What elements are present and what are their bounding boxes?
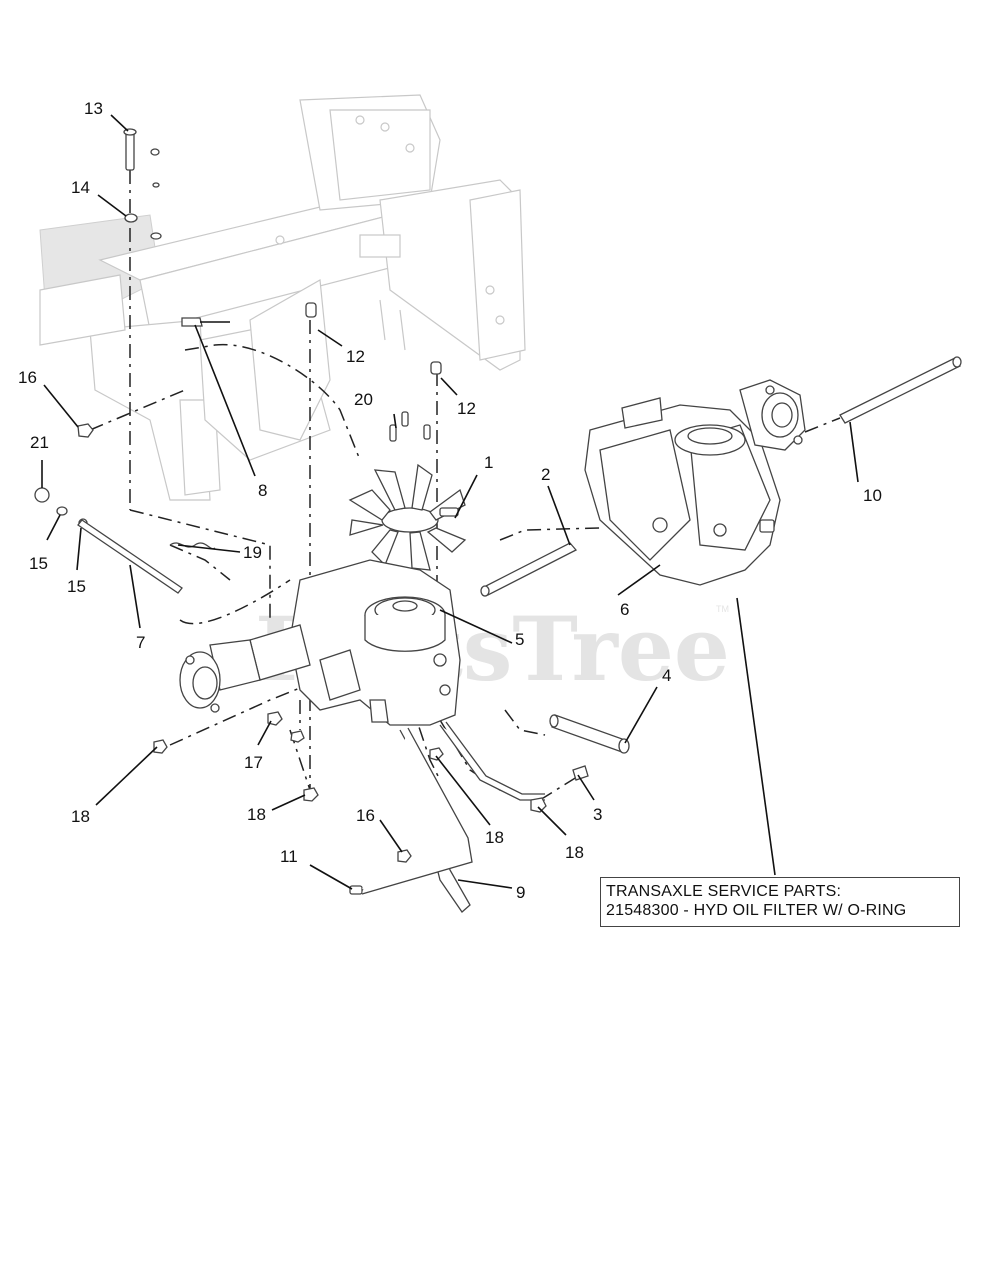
service-parts-box: TRANSAXLE SERVICE PARTS: 21548300 - HYD … [600,877,960,927]
callout-4: 4 [662,666,671,685]
nut-18-a [153,739,168,754]
callout-20: 20 [354,390,373,409]
bolt-12-left [305,302,317,318]
rod-8 [181,317,230,327]
callout-15-left: 15 [29,554,48,573]
callout-3: 3 [593,805,602,824]
watermark-trademark: TM [716,604,729,614]
nut-16-lower [397,849,412,863]
linkage-rods [361,721,545,895]
callout-6: 6 [620,600,629,619]
fan-1 [348,463,467,571]
service-parts-title: TRANSAXLE SERVICE PARTS: [606,883,842,900]
service-parts-item: 21548300 - HYD OIL FILTER W/ O-RING [606,902,907,919]
callout-12-left: 12 [346,347,365,366]
callout-18-a: 18 [71,807,90,826]
rod-4 [549,714,630,754]
callout-13: 13 [84,99,103,118]
callout-16-lower: 16 [356,806,375,825]
nut-14 [124,213,138,223]
ball-21 [34,487,50,503]
callout-10: 10 [863,486,882,505]
hardware-small [150,148,162,240]
nut-18-c [429,747,444,761]
callout-15-right: 15 [67,577,86,596]
callout-labels: 1 2 3 4 5 6 7 8 9 10 11 12 12 13 14 15 1… [18,99,882,902]
callout-19: 19 [243,543,262,562]
transaxle-right-6 [584,379,806,586]
callout-5: 5 [515,630,524,649]
callout-8: 8 [258,481,267,500]
callout-12-right: 12 [457,399,476,418]
callout-16-upper: 16 [18,368,37,387]
nut-18-b [303,787,319,802]
bolt-13 [123,128,137,171]
callout-14: 14 [71,178,90,197]
callout-17: 17 [244,753,263,772]
callout-18-b: 18 [247,805,266,824]
frame-assembly [39,94,526,501]
transaxle-left-5 [179,559,461,726]
callout-1: 1 [484,453,493,472]
nut-18-d [530,797,547,813]
bolt-12-right [430,361,442,375]
bolt-11 [349,885,363,895]
callout-18-d: 18 [565,843,584,862]
nut-16-upper [77,423,94,438]
leader-lines [41,114,859,890]
rod-7 [77,519,183,594]
spring-19 [169,542,216,550]
callout-2: 2 [541,465,550,484]
callout-9: 9 [516,883,525,902]
callout-18-c: 18 [485,828,504,847]
nut-17 [267,711,305,743]
bolt-20 [389,411,431,442]
fitting-3 [572,765,589,781]
rod-2 [480,542,578,597]
callout-7: 7 [136,633,145,652]
callout-11: 11 [280,847,298,866]
rod-10 [839,356,962,424]
callout-21: 21 [30,433,49,452]
